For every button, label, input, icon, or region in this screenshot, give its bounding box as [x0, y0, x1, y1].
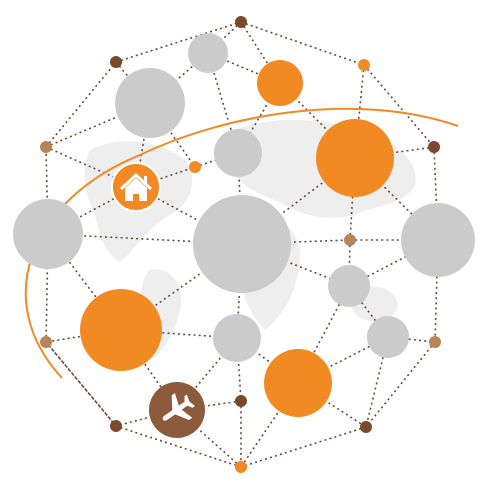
dot-brown [428, 141, 440, 153]
dot-brown [235, 16, 247, 28]
link [45, 61, 117, 148]
link [115, 425, 242, 468]
dot-brown [110, 56, 122, 68]
dot-brown [360, 421, 372, 433]
airplane-shape [162, 393, 195, 421]
node-gray-lower-right [367, 316, 409, 358]
dot-tan [344, 234, 356, 246]
link [354, 157, 439, 241]
house-chimney [144, 176, 147, 183]
house-icon [119, 173, 153, 201]
node-gray-upper-left [115, 68, 185, 138]
link [365, 341, 436, 428]
node-gray-mid-right [328, 265, 370, 307]
node-gray-lower-center [213, 314, 261, 362]
house-roof [119, 173, 153, 191]
link [176, 409, 242, 468]
node-gray-center [193, 195, 291, 293]
node-gray-left [13, 199, 83, 269]
link [279, 82, 356, 159]
house-body [125, 178, 147, 201]
dot-tan [40, 141, 52, 153]
orbit-arc [24, 107, 459, 379]
dot-tan [40, 336, 52, 348]
dot-tan [429, 336, 441, 348]
link [240, 21, 281, 84]
link [45, 146, 137, 188]
link [241, 239, 351, 245]
link [45, 146, 49, 235]
link [363, 64, 435, 148]
link [240, 426, 367, 468]
link [120, 243, 243, 331]
link [240, 21, 365, 66]
node-orange-right [316, 119, 394, 197]
node-orange-left [80, 289, 162, 371]
dot-orange [235, 461, 247, 473]
link [241, 243, 350, 287]
link [120, 329, 238, 339]
link [115, 21, 242, 63]
node-gray-right [401, 203, 475, 277]
node-orange-top [257, 60, 303, 106]
dot-brown [235, 395, 247, 407]
dot-orange [358, 59, 370, 71]
airplane-node [149, 382, 205, 438]
node-layer [13, 16, 475, 473]
node-orange-bottom [264, 349, 332, 417]
dot-orange [189, 161, 201, 173]
house-node [111, 162, 161, 212]
airplane-icon [162, 393, 195, 421]
link [135, 102, 151, 188]
node-gray-top [188, 33, 228, 73]
dot-brown [110, 420, 122, 432]
node-gray-mid-upper [214, 129, 262, 177]
